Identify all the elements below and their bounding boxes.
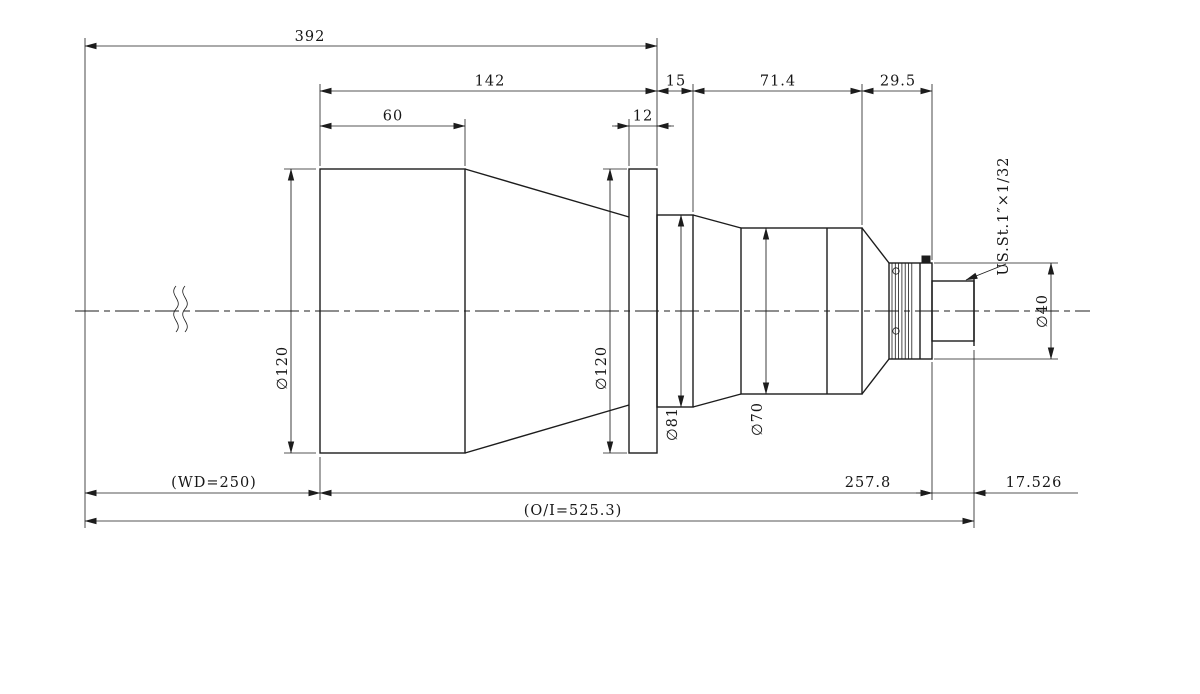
set-screw-bottom — [892, 327, 900, 335]
cone-top-edge — [464, 168, 630, 218]
dim-wd: (WD=250) — [171, 475, 257, 491]
front-barrel — [319, 168, 466, 454]
step-top-edge — [692, 214, 742, 229]
thread-leader-line — [965, 263, 1007, 281]
dia-40: ∅40 — [1035, 294, 1051, 328]
dim-257-8: 257.8 — [845, 475, 892, 491]
dim-392: 392 — [295, 29, 326, 45]
thread-spec: US.St.1″×1/32 — [996, 157, 1012, 276]
break-symbol — [173, 285, 188, 333]
dimension-lines — [84, 42, 1078, 525]
lock-screw — [921, 255, 931, 264]
rear-taper-top — [861, 227, 890, 264]
knurl-lines — [891, 263, 913, 359]
lens-outline — [319, 168, 975, 454]
dim-29-5: 29.5 — [880, 74, 916, 90]
step-bottom-edge — [692, 393, 742, 408]
dia-120-front: ∅120 — [275, 346, 291, 390]
dim-12: 12 — [633, 109, 653, 125]
dia-81: ∅81 — [665, 407, 681, 441]
dia-120-flange: ∅120 — [594, 346, 610, 390]
dim-17-526: 17.526 — [1006, 475, 1063, 491]
mid-barrel-81 — [656, 214, 694, 408]
dim-142: 142 — [475, 74, 506, 90]
dimension-texts: 392 142 15 71.4 29.5 60 12 (WD=250) 257.… — [171, 29, 1063, 519]
dim-60: 60 — [383, 109, 403, 125]
dia-70: ∅70 — [750, 402, 766, 436]
rear-taper-bottom — [861, 358, 890, 395]
dim-oi: (O/I=525.3) — [524, 503, 622, 519]
cone-bottom-edge — [464, 404, 630, 454]
rear-barrel-70 — [740, 227, 863, 395]
dim-71-4: 71.4 — [760, 74, 796, 90]
dim-15: 15 — [666, 74, 686, 90]
set-screw-top — [892, 267, 900, 275]
